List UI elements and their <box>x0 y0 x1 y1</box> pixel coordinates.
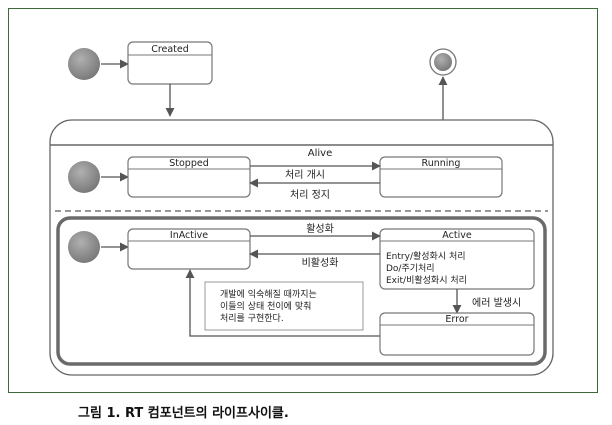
error-to-inactive-arrow <box>185 269 380 337</box>
state-error: Error <box>379 312 535 356</box>
active-action-entry: Entry/활성화시 처리 <box>386 250 466 262</box>
active-action-do: Do/주기처리 <box>386 262 435 274</box>
state-active-label: Active <box>442 230 472 241</box>
transition-error-label: 에러 발생시 <box>472 297 521 309</box>
state-running-label: Running <box>422 158 461 169</box>
final-state <box>429 48 457 76</box>
state-inactive: InActive <box>127 228 251 270</box>
note-line-1: 개발에 익숙해질 때까지는 <box>220 288 317 300</box>
active-action-exit: Exit/비활성화시 처리 <box>386 274 467 286</box>
state-error-label: Error <box>445 314 468 325</box>
transition-deactivate-label: 비활성화 <box>302 256 339 269</box>
transition-stop-label: 처리 정지 <box>290 189 330 201</box>
note-line-3: 처리를 구현한다. <box>220 312 284 324</box>
state-running: Running <box>379 156 503 198</box>
figure-caption: 그림 1. RT 컴포넌트의 라이프사이클. <box>78 406 289 421</box>
state-active: Active Entry/활성화시 처리 Do/주기처리 Exit/비활성화시 … <box>379 228 535 290</box>
initial-state-stopped <box>68 161 100 193</box>
initial-state-top <box>68 48 100 80</box>
figure-frame <box>8 8 598 393</box>
transition-start-label: 처리 개시 <box>285 169 325 181</box>
state-inactive-label: InActive <box>170 230 208 241</box>
note-line-2: 이들의 상태 천이에 맞춰 <box>220 300 311 312</box>
state-stopped-label: Stopped <box>169 158 209 169</box>
state-stopped: Stopped <box>127 156 251 198</box>
superstate-alive-label: Alive <box>308 148 332 159</box>
note-box: 개발에 익숙해질 때까지는 이들의 상태 천이에 맞춰 처리를 구현한다. <box>204 281 364 331</box>
state-created-label: Created <box>151 44 189 55</box>
activity-region <box>56 216 547 366</box>
state-created: Created <box>127 41 213 85</box>
initial-state-inactive <box>68 231 100 263</box>
transition-activate-label: 활성화 <box>306 222 334 235</box>
